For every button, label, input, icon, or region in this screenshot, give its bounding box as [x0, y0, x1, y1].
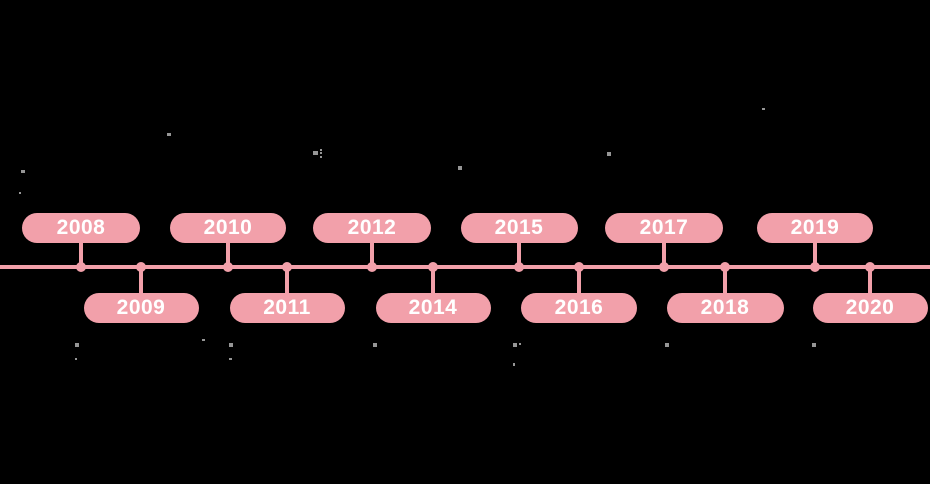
artifact-speck: [458, 166, 462, 170]
year-label: 2016: [554, 296, 604, 319]
connector-stem: [79, 242, 83, 266]
year-pill: 2008: [22, 213, 140, 243]
year-label: 2015: [494, 216, 544, 239]
connector-stem: [226, 242, 230, 266]
artifact-speck: [762, 108, 765, 110]
connector-stem: [517, 242, 521, 266]
year-pill: 2014: [375, 293, 491, 323]
year-pill: 2010: [170, 213, 286, 243]
year-label: 2009: [116, 296, 166, 319]
artifact-speck: [320, 156, 322, 158]
connector-stem: [813, 242, 817, 266]
year-pill: 2011: [229, 293, 345, 323]
artifact-speck: [665, 343, 669, 347]
artifact-speck: [19, 192, 21, 194]
connector-stem: [662, 242, 666, 266]
artifact-speck: [513, 343, 517, 347]
artifact-speck: [75, 358, 77, 360]
connector-stem: [723, 268, 727, 294]
year-label: 2019: [790, 216, 840, 239]
year-label: 2014: [408, 296, 458, 319]
artifact-speck: [607, 152, 611, 156]
artifact-speck: [202, 339, 205, 341]
artifact-speck: [519, 343, 521, 345]
artifact-speck: [320, 149, 322, 151]
artifact-speck: [75, 343, 79, 347]
artifact-speck: [229, 343, 233, 347]
year-pill: 2019: [757, 213, 873, 243]
connector-stem: [868, 268, 872, 294]
connector-stem: [139, 268, 143, 294]
connector-stem: [370, 242, 374, 266]
year-label: 2010: [203, 216, 253, 239]
connector-stem: [285, 268, 289, 294]
year-label: 2018: [700, 296, 750, 319]
timeline-axis: [0, 265, 930, 269]
artifact-speck: [513, 363, 515, 366]
artifact-speck: [320, 152, 322, 154]
year-pill: 2009: [83, 293, 199, 323]
year-label: 2012: [347, 216, 397, 239]
year-pill: 2016: [521, 293, 637, 323]
year-label: 2011: [263, 296, 311, 319]
year-pill: 2020: [812, 293, 928, 323]
year-label: 2020: [845, 296, 895, 319]
connector-stem: [577, 268, 581, 294]
connector-stem: [431, 268, 435, 294]
artifact-speck: [812, 343, 816, 347]
year-pill: 2015: [460, 213, 578, 243]
year-pill: 2017: [605, 213, 723, 243]
artifact-speck: [313, 151, 318, 155]
artifact-speck: [229, 358, 232, 360]
year-pill: 2018: [666, 293, 784, 323]
year-pill: 2012: [313, 213, 431, 243]
year-label: 2017: [639, 216, 689, 239]
artifact-speck: [373, 343, 377, 347]
artifact-speck: [167, 133, 171, 136]
year-label: 2008: [56, 216, 106, 239]
artifact-speck: [21, 170, 25, 173]
